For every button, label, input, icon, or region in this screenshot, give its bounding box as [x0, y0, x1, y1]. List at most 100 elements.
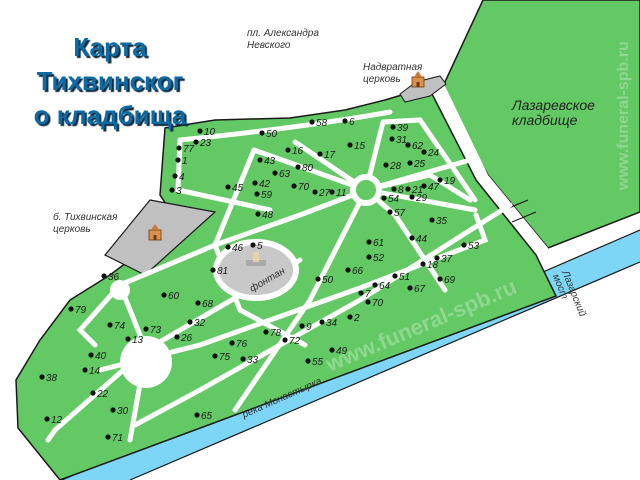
- grave-marker[interactable]: 72: [282, 336, 301, 347]
- grave-marker[interactable]: 28: [383, 161, 402, 172]
- grave-marker[interactable]: 38: [39, 373, 58, 384]
- grave-marker[interactable]: 50: [259, 129, 278, 140]
- grave-marker[interactable]: 19: [437, 176, 456, 187]
- grave-dot-icon: [193, 139, 199, 145]
- nadvratnaya-church-icon[interactable]: [411, 71, 425, 88]
- fountain[interactable]: [213, 239, 299, 301]
- grave-dot-icon: [88, 352, 94, 358]
- grave-marker[interactable]: 37: [434, 254, 453, 265]
- grave-dot-icon: [194, 412, 200, 418]
- grave-number: 30: [117, 406, 129, 417]
- grave-marker[interactable]: 34: [319, 318, 338, 329]
- grave-marker[interactable]: 3: [169, 186, 182, 197]
- grave-marker[interactable]: 67: [407, 284, 426, 295]
- grave-marker[interactable]: 18: [420, 260, 439, 271]
- grave-dot-icon: [195, 300, 201, 306]
- grave-marker[interactable]: 70: [291, 182, 310, 193]
- grave-marker[interactable]: 62: [405, 141, 424, 152]
- grave-marker[interactable]: 32: [187, 318, 206, 329]
- grave-marker[interactable]: 52: [366, 253, 385, 264]
- grave-marker[interactable]: 27: [312, 188, 331, 199]
- grave-dot-icon: [405, 186, 411, 192]
- grave-marker[interactable]: 51: [392, 272, 410, 283]
- grave-marker[interactable]: 17: [317, 150, 336, 161]
- grave-marker[interactable]: 64: [372, 281, 391, 292]
- grave-marker[interactable]: 5: [250, 241, 263, 252]
- grave-marker[interactable]: 10: [197, 127, 216, 138]
- grave-marker[interactable]: 50: [315, 275, 334, 286]
- grave-marker[interactable]: 42: [252, 179, 271, 190]
- grave-marker[interactable]: 23: [193, 138, 212, 149]
- grave-marker[interactable]: 33: [240, 355, 259, 366]
- grave-dot-icon: [291, 183, 297, 189]
- grave-marker[interactable]: 14: [82, 366, 101, 377]
- grave-marker[interactable]: 39: [390, 123, 409, 134]
- grave-marker[interactable]: 4: [172, 172, 185, 183]
- grave-marker[interactable]: 25: [407, 159, 426, 170]
- grave-marker[interactable]: 29: [409, 193, 428, 204]
- grave-marker[interactable]: 79: [68, 305, 87, 316]
- grave-number: 46: [232, 243, 244, 254]
- grave-marker[interactable]: 57: [387, 208, 406, 219]
- grave-marker[interactable]: 61: [366, 238, 384, 249]
- grave-number: 63: [279, 169, 291, 180]
- grave-marker[interactable]: 1: [175, 156, 188, 167]
- grave-marker[interactable]: 66: [345, 266, 364, 277]
- grave-marker[interactable]: 7: [358, 289, 371, 300]
- grave-marker[interactable]: 46: [225, 243, 244, 254]
- grave-marker[interactable]: 24: [421, 148, 440, 159]
- grave-marker[interactable]: 40: [88, 351, 107, 362]
- grave-dot-icon: [389, 136, 395, 142]
- grave-marker[interactable]: 44: [409, 234, 428, 245]
- grave-dot-icon: [90, 390, 96, 396]
- grave-marker[interactable]: 26: [174, 333, 193, 344]
- grave-marker[interactable]: 55: [305, 357, 324, 368]
- tikhvin-church-icon[interactable]: [148, 224, 162, 241]
- grave-marker[interactable]: 43: [257, 156, 276, 167]
- grave-marker[interactable]: 53: [461, 241, 480, 252]
- grave-marker[interactable]: 65: [194, 411, 213, 422]
- grave-marker[interactable]: 60: [161, 291, 180, 302]
- grave-marker[interactable]: 35: [429, 216, 448, 227]
- grave-dot-icon: [285, 147, 291, 153]
- grave-number: 11: [336, 188, 346, 199]
- grave-marker[interactable]: 15: [347, 141, 366, 152]
- grave-marker[interactable]: 2: [347, 313, 360, 324]
- grave-marker[interactable]: 54: [381, 194, 400, 205]
- grave-marker[interactable]: 58: [309, 118, 328, 129]
- grave-dot-icon: [390, 124, 396, 130]
- grave-marker[interactable]: 36: [101, 272, 120, 283]
- grave-marker[interactable]: 16: [285, 146, 304, 157]
- grave-marker[interactable]: 21: [405, 185, 423, 196]
- grave-marker[interactable]: 13: [125, 335, 144, 346]
- grave-marker[interactable]: 63: [272, 169, 291, 180]
- grave-marker[interactable]: 9: [299, 322, 312, 333]
- grave-marker[interactable]: 78: [263, 328, 282, 339]
- grave-marker[interactable]: 59: [254, 190, 273, 201]
- grave-marker[interactable]: 74: [107, 321, 126, 332]
- grave-marker[interactable]: 49: [329, 346, 348, 357]
- grave-marker[interactable]: 68: [195, 299, 214, 310]
- grave-marker[interactable]: 12: [44, 415, 63, 426]
- grave-marker[interactable]: 81: [210, 266, 228, 277]
- grave-marker[interactable]: 77: [176, 144, 195, 155]
- grave-marker[interactable]: 73: [143, 325, 162, 336]
- grave-marker[interactable]: 47: [421, 182, 440, 193]
- grave-marker[interactable]: 6: [342, 117, 355, 128]
- grave-marker[interactable]: 70: [365, 298, 384, 309]
- grave-number: 32: [194, 318, 206, 329]
- grave-marker[interactable]: 8: [391, 185, 404, 196]
- grave-marker[interactable]: 75: [212, 352, 231, 363]
- grave-marker[interactable]: 45: [225, 183, 244, 194]
- grave-marker[interactable]: 30: [110, 406, 129, 417]
- grave-marker[interactable]: 11: [329, 188, 346, 199]
- grave-marker[interactable]: 80: [295, 163, 314, 174]
- grave-marker[interactable]: 69: [437, 275, 456, 286]
- grave-number: 79: [75, 305, 87, 316]
- grave-marker[interactable]: 31: [389, 135, 407, 146]
- grave-marker[interactable]: 71: [105, 433, 123, 444]
- grave-marker[interactable]: 48: [255, 210, 274, 221]
- grave-number: 22: [96, 389, 109, 400]
- grave-marker[interactable]: 76: [229, 339, 248, 350]
- grave-marker[interactable]: 22: [90, 389, 109, 400]
